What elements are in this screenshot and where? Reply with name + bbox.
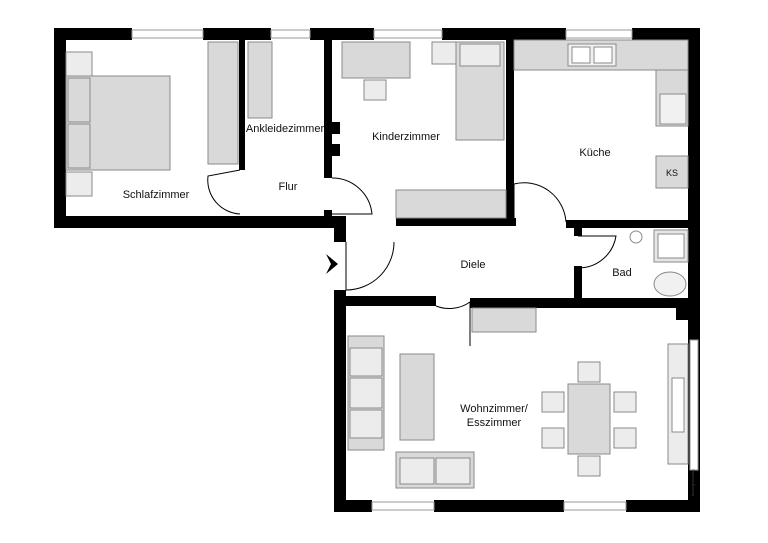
wall-flur-partition-b	[324, 210, 332, 228]
wall-bedroom-bottom	[54, 216, 246, 228]
window-bedroom	[131, 29, 204, 39]
wall-flur-partition	[324, 40, 332, 178]
kinder-wall-jog-2	[332, 144, 340, 156]
wall-kueche-bottom	[566, 220, 700, 228]
window-kueche	[565, 29, 633, 39]
door-bad	[578, 235, 617, 269]
wall-top-2	[203, 28, 271, 40]
wall-top-4	[442, 28, 566, 40]
chair-right-1	[613, 391, 637, 413]
bed-pillow-2	[67, 123, 91, 169]
wall-top-3	[310, 28, 374, 40]
wall-diele-bottom	[334, 296, 436, 306]
chair-kinder	[363, 79, 387, 101]
window-wohn-2	[563, 501, 627, 511]
fridge-label: KS	[666, 168, 678, 178]
room-label-bad: Bad	[612, 267, 632, 279]
room-label-wohnzimmer-2: Esszimmer	[467, 417, 522, 429]
door-bedroom	[207, 169, 241, 215]
wall-top-1	[54, 28, 132, 40]
sofa-left-cushion-3	[349, 409, 383, 439]
sink-basin-1	[571, 46, 591, 64]
chair-bottom	[577, 455, 601, 477]
furniture	[65, 39, 689, 489]
room-label-schlafzimmer: Schlafzimmer	[123, 189, 190, 201]
bed-pillow-1	[67, 77, 91, 123]
room-label-flur: Flur	[279, 181, 298, 193]
wall-bottom-1	[334, 500, 372, 512]
window-wohn-1	[371, 501, 435, 511]
fridge	[655, 155, 689, 189]
doors	[207, 169, 617, 346]
wardrobe-ankleide	[247, 41, 273, 119]
room-label-kueche: Küche	[579, 147, 610, 159]
room-label-kinderzimmer: Kinderzimmer	[372, 131, 440, 143]
wardrobe-bedroom	[207, 41, 239, 165]
door-entrance	[345, 241, 395, 291]
window-kinder	[373, 29, 443, 39]
watermark: Immoguenstiss	[690, 469, 695, 496]
coffee-table	[399, 353, 435, 441]
pillar-bad	[676, 306, 688, 320]
sofa-bottom-cushion-1	[399, 457, 435, 485]
wall-wohn-left	[334, 296, 346, 512]
dining-table	[567, 383, 611, 455]
washbasin	[629, 230, 643, 244]
wall-bad-left	[574, 228, 582, 236]
door-kinder	[331, 177, 373, 215]
wall-bedroom-partition	[239, 40, 245, 170]
wall-bad-left-b	[574, 266, 582, 300]
chair-left-1	[541, 391, 565, 413]
kinder-wall-jog-1	[332, 122, 340, 134]
toilet	[653, 271, 687, 297]
desk-kinder	[341, 41, 411, 79]
diele-cabinet	[471, 307, 537, 333]
wall-bottom-3	[626, 500, 700, 512]
wall-bottom-2	[434, 500, 564, 512]
wall-kinder-kueche	[506, 40, 514, 226]
chair-right-2	[613, 427, 637, 449]
tv	[671, 377, 685, 433]
wall-top-5	[632, 28, 690, 40]
room-label-wohnzimmer-1: Wohnzimmer/	[460, 403, 529, 415]
shelf-kinder	[431, 41, 457, 65]
wall-bedroom-bottom-2	[240, 216, 340, 228]
stove	[659, 93, 687, 125]
chair-top	[577, 361, 601, 383]
sink-basin-2	[593, 46, 613, 64]
chair-left-2	[541, 427, 565, 449]
sofa-bottom-cushion-2	[435, 457, 471, 485]
wardrobe-kinder	[395, 189, 507, 219]
door-wohn	[435, 301, 471, 346]
shower-inner	[657, 233, 685, 259]
bed-kinder-pillow	[459, 43, 501, 67]
wall-left	[54, 28, 66, 228]
room-label-diele: Diele	[460, 259, 485, 271]
sofa-left-cushion-2	[349, 377, 383, 409]
room-label-ankleidezimmer: Ankleidezimmer	[246, 123, 325, 135]
window-ankleide	[270, 29, 311, 39]
pillar-1	[336, 228, 344, 236]
windows	[131, 29, 699, 511]
door-kueche	[513, 182, 567, 226]
nightstand-top	[65, 51, 93, 77]
wall-kinder-bottom	[396, 218, 516, 226]
entrance-arrow-icon	[326, 254, 338, 274]
wall-diele-bottom-2	[470, 298, 700, 308]
sofa-left-cushion-1	[349, 347, 383, 377]
window-wohn-right	[689, 339, 699, 471]
nightstand-bottom	[65, 171, 93, 197]
